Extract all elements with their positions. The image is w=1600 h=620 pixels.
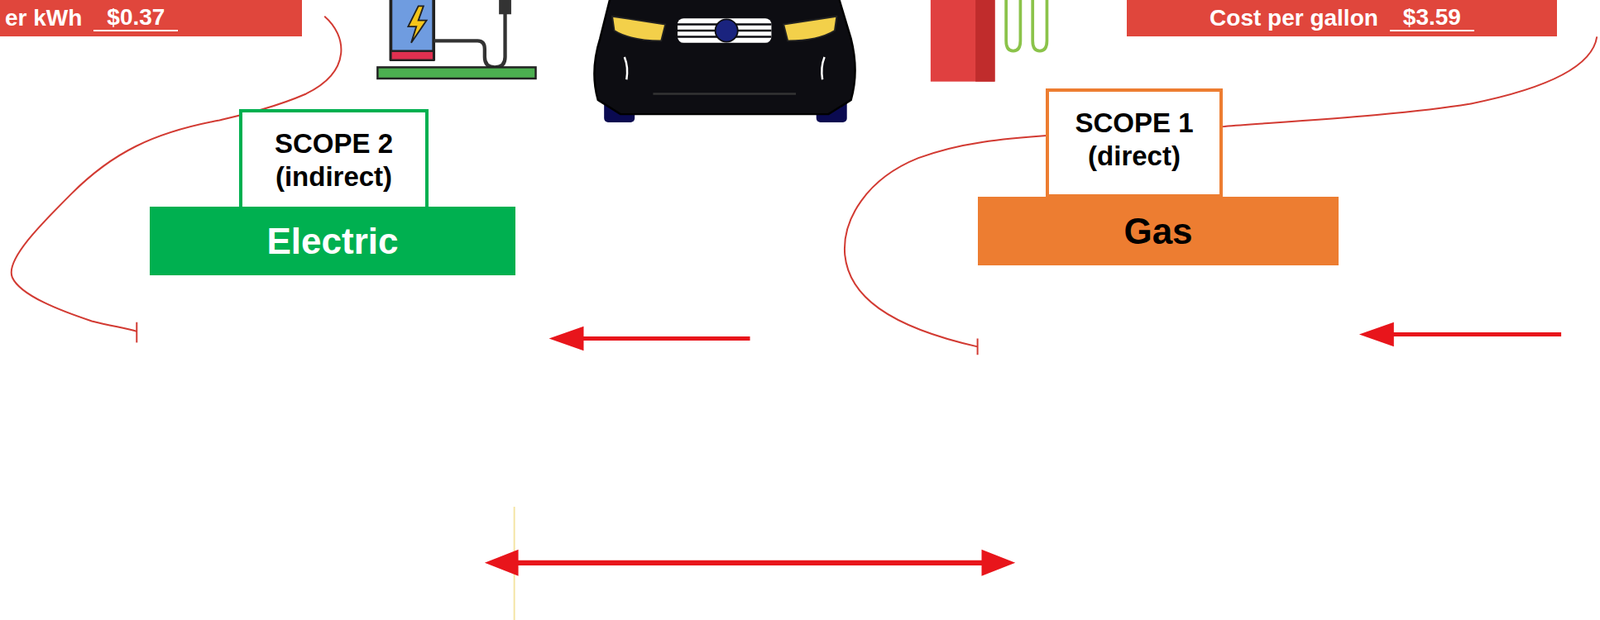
fuel-bar: Gas xyxy=(977,196,1339,266)
car-headlight xyxy=(612,16,666,42)
car-foglight xyxy=(624,57,628,80)
pump-hose xyxy=(1005,0,1021,52)
scope-label: SCOPE 2 (indirect) xyxy=(250,127,417,193)
car-foglight xyxy=(821,57,824,80)
red-arrow xyxy=(577,336,750,341)
arrow-head xyxy=(1359,322,1395,348)
arrow-head xyxy=(549,326,585,352)
red-arrow xyxy=(1387,332,1562,337)
fuel-label: Electric xyxy=(267,220,399,263)
scope-box: SCOPE 1 (direct) xyxy=(1045,88,1223,198)
charger-hose xyxy=(433,12,505,68)
pump-shade xyxy=(975,0,995,82)
car-grille xyxy=(677,18,772,44)
charger-base xyxy=(377,67,536,79)
arrow-head xyxy=(982,550,1016,577)
fuel-label: Gas xyxy=(1123,210,1193,253)
double-arrow xyxy=(515,560,985,566)
charger-nozzle xyxy=(498,0,512,15)
fuel-bar: Electric xyxy=(149,206,516,276)
car-emblem xyxy=(715,19,738,42)
price-value: $0.37 xyxy=(93,4,178,32)
lightning-symbol xyxy=(407,5,427,43)
pump-body xyxy=(930,0,996,82)
hand-curve xyxy=(844,36,1597,347)
car-headlight xyxy=(783,16,837,42)
pump-hose xyxy=(1032,0,1047,52)
price-label: Cost per gallon xyxy=(1209,4,1379,32)
scope-box: SCOPE 2 (indirect) xyxy=(239,109,429,211)
price-box: er kWh $0.37 xyxy=(0,0,302,37)
car-body xyxy=(594,0,855,115)
illustration-group xyxy=(11,0,1598,620)
curve-tick xyxy=(977,338,979,355)
price-box: Cost per gallon $3.59 xyxy=(1126,0,1557,37)
scope-label: SCOPE 1 (direct) xyxy=(1057,106,1212,173)
car-bumper xyxy=(652,92,796,95)
curve-tick xyxy=(135,322,138,344)
charger-stripe xyxy=(390,51,434,61)
arrow-head xyxy=(484,550,519,577)
price-value: $3.59 xyxy=(1389,4,1475,32)
price-label: er kWh xyxy=(4,4,82,32)
